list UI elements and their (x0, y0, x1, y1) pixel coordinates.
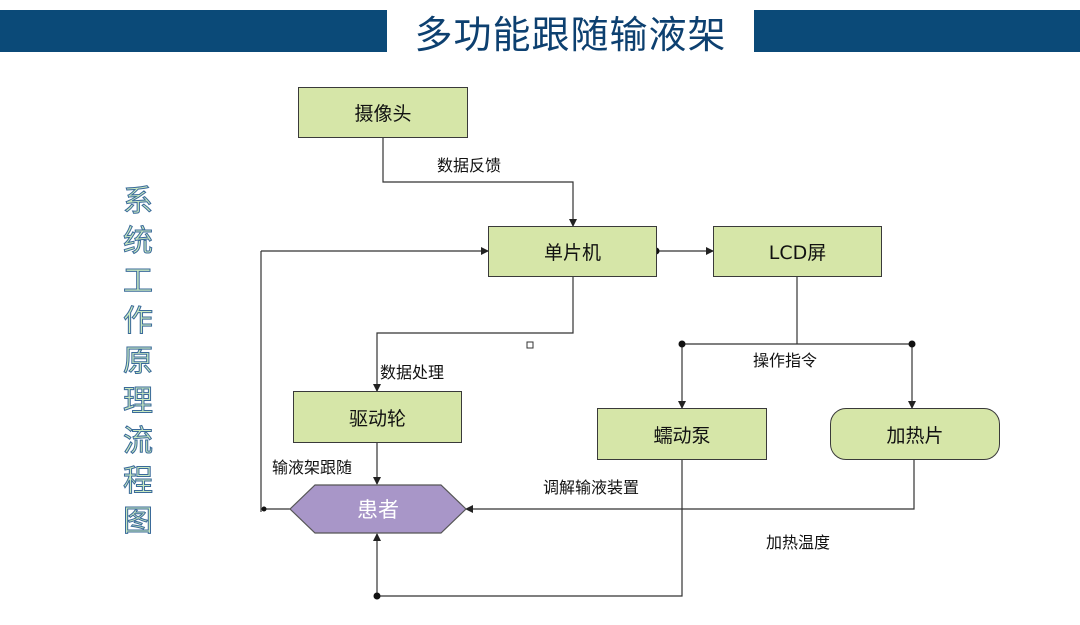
header-bar-right (754, 10, 1080, 52)
patient-label: 患者 (357, 498, 399, 522)
side-title: 系 统 工 作 原 理 流 程 图 (118, 182, 158, 542)
edge-pump-patient (373, 460, 683, 597)
side-title-char: 统 (123, 224, 154, 260)
pump-node: 蠕动泵 (597, 408, 767, 460)
side-title-char: 流 (123, 424, 154, 460)
junction-dot (261, 506, 267, 512)
mcu-node: 单片机 (488, 226, 657, 277)
patient-node (289, 484, 467, 534)
edge-label-follow: 输液架跟随 (272, 458, 353, 477)
drive-wheel-node: 驱动轮 (293, 391, 462, 443)
header-bar-left (0, 10, 387, 52)
side-title-char: 原 (123, 344, 154, 380)
edge-label-data-process: 数据处理 (380, 363, 445, 382)
side-title-char: 程 (123, 464, 154, 500)
junction-dot (908, 340, 916, 348)
edge-camera-mcu (382, 138, 577, 227)
side-title-char: 工 (123, 264, 154, 300)
small-square-marker (526, 341, 534, 349)
edge-label-operation-cmd: 操作指令 (753, 351, 818, 370)
side-title-char: 作 (123, 304, 154, 340)
edge-mcu-drive (373, 277, 574, 392)
junction-dot (373, 592, 381, 600)
junction-dot (678, 340, 686, 348)
side-title-char: 图 (123, 504, 154, 540)
side-title-char: 理 (123, 384, 154, 420)
edge-label-heat-temp: 加热温度 (766, 533, 831, 552)
camera-node: 摄像头 (298, 87, 468, 138)
edge-heater-patient (465, 460, 915, 513)
heater-node: 加热片 (830, 408, 1000, 460)
lcd-node: LCD屏 (713, 226, 882, 277)
side-title-char: 系 (123, 184, 154, 220)
edge-label-adjust: 调解输液装置 (543, 478, 640, 497)
page-title: 多功能跟随输液架 (414, 13, 727, 57)
edge-label-data-feedback: 数据反馈 (437, 156, 502, 175)
